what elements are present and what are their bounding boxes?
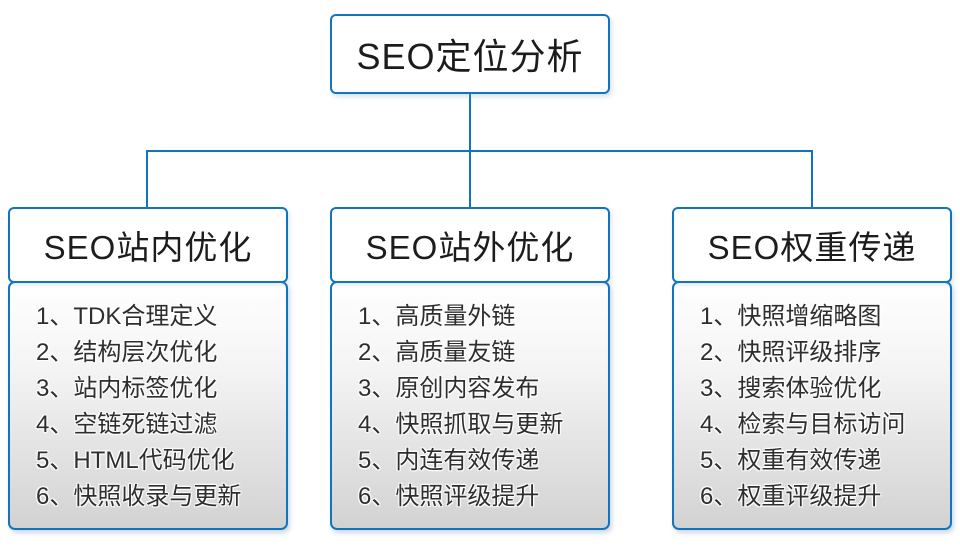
branch-onsite-header: SEO站内优化	[8, 207, 288, 283]
list-item: 6、快照收录与更新	[36, 483, 242, 510]
branch-offsite: SEO站外优化 1、高质量外链 2、高质量友链 3、原创内容发布 4、快照抓取与…	[330, 207, 610, 530]
list-item: 2、快照评级排序	[700, 339, 882, 366]
list-item: 1、TDK合理定义	[36, 303, 218, 330]
branch-weight-title: SEO权重传递	[707, 229, 917, 266]
branch-offsite-header: SEO站外优化	[330, 207, 610, 283]
list-item: 5、权重有效传递	[700, 447, 882, 474]
branch-offsite-title: SEO站外优化	[365, 229, 575, 266]
list-item: 5、HTML代码优化	[36, 447, 235, 474]
branch-weight-list: 1、快照增缩略图 2、快照评级排序 3、搜索体验优化 4、检索与目标访问 5、权…	[672, 281, 952, 530]
branch-weight-header: SEO权重传递	[672, 207, 952, 283]
list-item: 5、内连有效传递	[358, 447, 540, 474]
list-item: 3、站内标签优化	[36, 375, 218, 402]
list-item: 3、原创内容发布	[358, 375, 540, 402]
connector-root-vertical	[469, 94, 471, 152]
list-item: 4、检索与目标访问	[700, 411, 906, 438]
connector-right-drop	[811, 150, 813, 208]
root-node: SEO定位分析	[330, 14, 610, 94]
connector-left-drop	[146, 150, 148, 208]
branch-offsite-list: 1、高质量外链 2、高质量友链 3、原创内容发布 4、快照抓取与更新 5、内连有…	[330, 281, 610, 530]
list-item: 4、快照抓取与更新	[358, 411, 564, 438]
list-item: 6、快照评级提升	[358, 483, 540, 510]
root-node-title: SEO定位分析	[356, 36, 584, 77]
branch-onsite: SEO站内优化 1、TDK合理定义 2、结构层次优化 3、站内标签优化 4、空链…	[8, 207, 288, 530]
connector-horizontal	[146, 150, 813, 152]
branch-onsite-list: 1、TDK合理定义 2、结构层次优化 3、站内标签优化 4、空链死链过滤 5、H…	[8, 281, 288, 530]
connector-middle-drop	[469, 150, 471, 208]
list-item: 2、高质量友链	[358, 339, 516, 366]
list-item: 1、快照增缩略图	[700, 303, 882, 330]
branch-weight: SEO权重传递 1、快照增缩略图 2、快照评级排序 3、搜索体验优化 4、检索与…	[672, 207, 952, 530]
branch-onsite-title: SEO站内优化	[43, 229, 253, 266]
list-item: 1、高质量外链	[358, 303, 516, 330]
list-item: 2、结构层次优化	[36, 339, 218, 366]
list-item: 3、搜索体验优化	[700, 375, 882, 402]
list-item: 6、权重评级提升	[700, 483, 882, 510]
list-item: 4、空链死链过滤	[36, 411, 218, 438]
